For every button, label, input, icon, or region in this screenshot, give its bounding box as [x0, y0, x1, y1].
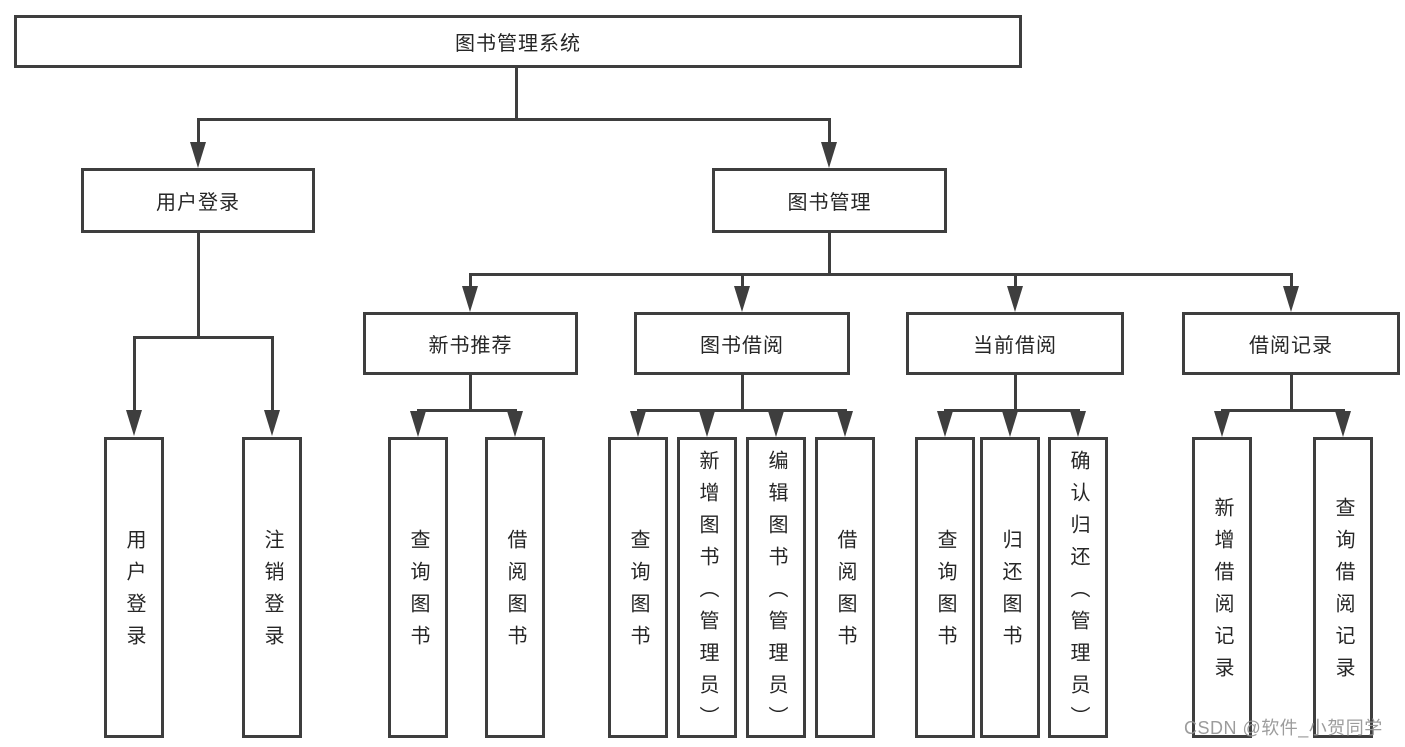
node-library-system-label: 图书管理系统 — [455, 33, 581, 55]
connector-user-login-stem — [197, 233, 200, 336]
arrowhead-edit-books-admin — [768, 411, 784, 437]
arrowhead-book-borrow — [734, 286, 750, 312]
connector-book-borrow-hbar — [637, 409, 847, 412]
node-current-borrow: 当前借阅 — [906, 312, 1124, 375]
arrowhead-user-login — [190, 142, 206, 168]
leaf-borrow-books: 借阅图书 — [815, 437, 875, 738]
connector-current-borrow-stem — [1014, 375, 1017, 409]
leaf-borrow-books-label: 借阅图书 — [834, 528, 856, 657]
leaf-edit-books-admin: 编辑图书（管理员） — [746, 437, 806, 738]
leaf-query-borrow-record: 查询借阅记录 — [1313, 437, 1373, 738]
connector-drop-leaf-user-login — [133, 336, 136, 410]
leaf-borrow-books-recommend-label: 借阅图书 — [504, 528, 526, 657]
arrowhead-confirm-return-admin — [1070, 411, 1086, 437]
leaf-add-borrow-record: 新增借阅记录 — [1192, 437, 1252, 738]
connector-book-borrow-stem — [741, 375, 744, 409]
node-new-book-recommend: 新书推荐 — [363, 312, 578, 375]
arrowhead-book-management — [821, 142, 837, 168]
connector-root-hbar — [197, 118, 831, 121]
connector-current-borrow-hbar — [944, 409, 1080, 412]
connector-borrow-records-stem — [1290, 375, 1293, 409]
leaf-add-borrow-record-label: 新增借阅记录 — [1211, 496, 1233, 689]
arrowhead-current-borrow — [1007, 286, 1023, 312]
leaf-add-books-admin-label: 新增图书（管理员） — [696, 450, 718, 738]
connector-book-management-stem — [828, 233, 831, 273]
node-book-borrow-label: 图书借阅 — [700, 335, 784, 357]
leaf-logout: 注销登录 — [242, 437, 302, 738]
leaf-query-books-current-label: 查询图书 — [934, 528, 956, 657]
node-user-login: 用户登录 — [81, 168, 315, 233]
connector-root-stem — [515, 68, 518, 118]
csdn-watermark: CSDN @软件_小贺同学 — [1184, 718, 1383, 738]
leaf-confirm-return-admin-label: 确认归还（管理员） — [1067, 450, 1089, 738]
leaf-return-books-label: 归还图书 — [999, 528, 1021, 657]
leaf-user-login-label: 用户登录 — [123, 528, 145, 657]
arrowhead-borrow-books-recommend — [507, 411, 523, 437]
arrowhead-borrow-books — [837, 411, 853, 437]
leaf-edit-books-admin-label: 编辑图书（管理员） — [765, 450, 787, 738]
leaf-query-borrow-record-label: 查询借阅记录 — [1332, 496, 1354, 689]
arrowhead-leaf-logout — [264, 410, 280, 436]
arrowhead-query-borrow-record — [1335, 411, 1351, 437]
leaf-borrow-books-recommend: 借阅图书 — [485, 437, 545, 738]
node-borrow-records-label: 借阅记录 — [1249, 335, 1333, 357]
node-book-management: 图书管理 — [712, 168, 947, 233]
connector-new-book-recommend-stem — [469, 375, 472, 409]
arrowhead-query-books-current — [937, 411, 953, 437]
node-book-borrow: 图书借阅 — [634, 312, 850, 375]
connector-drop-borrow-records — [1290, 273, 1293, 287]
leaf-query-books-borrow-label: 查询图书 — [627, 528, 649, 657]
connector-drop-leaf-logout — [271, 336, 274, 410]
leaf-confirm-return-admin: 确认归还（管理员） — [1048, 437, 1108, 738]
connector-drop-book-borrow — [741, 273, 744, 287]
node-library-system: 图书管理系统 — [14, 15, 1022, 68]
node-borrow-records: 借阅记录 — [1182, 312, 1400, 375]
leaf-query-books-recommend: 查询图书 — [388, 437, 448, 738]
connector-borrow-records-hbar — [1221, 409, 1345, 412]
leaf-query-books-borrow: 查询图书 — [608, 437, 668, 738]
node-new-book-recommend-label: 新书推荐 — [428, 335, 513, 357]
leaf-add-books-admin: 新增图书（管理员） — [677, 437, 737, 738]
connector-user-login-hbar — [133, 336, 274, 339]
arrowhead-query-books-recommend — [410, 411, 426, 437]
arrowhead-add-books-admin — [699, 411, 715, 437]
connector-drop-current-borrow — [1014, 273, 1017, 287]
leaf-query-books-current: 查询图书 — [915, 437, 975, 738]
leaf-query-books-recommend-label: 查询图书 — [407, 528, 429, 657]
leaf-return-books: 归还图书 — [980, 437, 1040, 738]
leaf-logout-label: 注销登录 — [261, 528, 283, 657]
arrowhead-leaf-user-login — [126, 410, 142, 436]
connector-drop-new-book-recommend — [469, 273, 472, 287]
arrowhead-new-book-recommend — [462, 286, 478, 312]
connector-book-management-hbar — [469, 273, 1293, 276]
node-book-management-label: 图书管理 — [787, 192, 872, 214]
arrowhead-query-books-borrow — [630, 411, 646, 437]
arrowhead-add-borrow-record — [1214, 411, 1230, 437]
leaf-user-login: 用户登录 — [104, 437, 164, 738]
node-user-login-label: 用户登录 — [156, 192, 240, 214]
node-current-borrow-label: 当前借阅 — [973, 335, 1057, 357]
arrowhead-return-books — [1002, 411, 1018, 437]
arrowhead-borrow-records — [1283, 286, 1299, 312]
connector-new-book-recommend-hbar — [417, 409, 517, 412]
connector-drop-user-login — [197, 118, 200, 144]
connector-drop-book-management — [828, 118, 831, 144]
